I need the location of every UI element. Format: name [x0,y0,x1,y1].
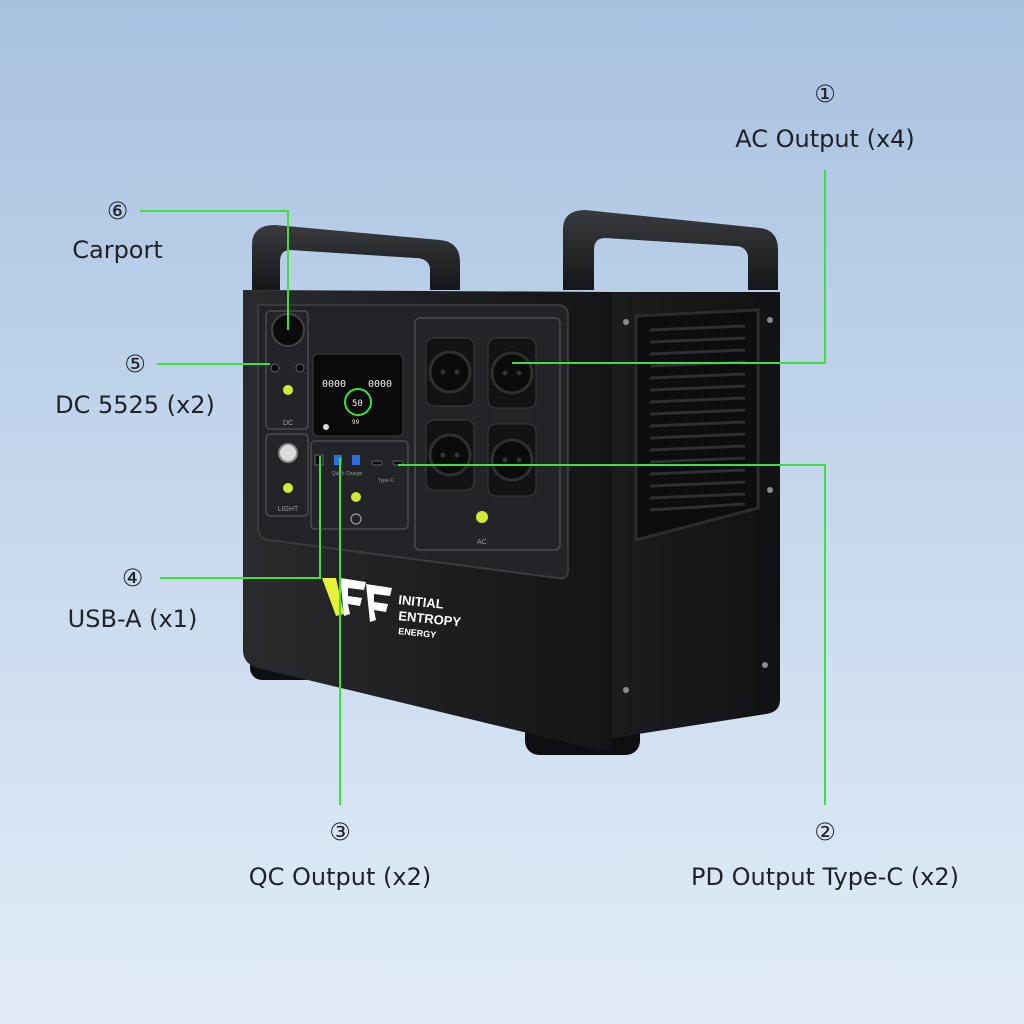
leader-carport [140,210,289,330]
leader-usba [160,456,321,579]
ac-label: AC [477,539,487,546]
light-section [265,433,309,517]
display-input-watts: 0000 [322,379,346,390]
display-time-remaining: 99 [352,419,360,426]
led-light [278,443,298,463]
callout-ac-output: ① AC Output (x4) [715,80,935,154]
callout-label: QC Output (x2) [248,863,432,891]
vent-grille [634,308,760,542]
power-icon[interactable] [350,513,362,525]
usb-button[interactable] [351,492,361,502]
qc-port-2[interactable] [352,455,360,465]
battery-ring [344,388,372,416]
callout-number: ③ [329,818,351,846]
callout-number: ⑥ [106,197,129,225]
display-battery-percent: 50 [352,399,363,409]
callout-label: DC 5525 (x2) [55,391,215,419]
ac-button[interactable] [476,511,488,523]
brand-line-3: ENERGY [398,626,437,640]
brand-line-2: ENTROPY [398,608,462,630]
quick-charge-label: Quick Charge [332,471,363,477]
brand-logo: INITIAL ENTROPY ENERGY [322,578,462,640]
ac-outlet-4[interactable] [487,423,537,497]
dc-power-button[interactable] [283,385,293,395]
callout-label: USB-A (x1) [67,605,198,633]
callout-pd-output: ② PD Output Type-C (x2) [665,818,985,892]
qc-port-1[interactable] [334,455,342,465]
brand-line-1: INITIAL [398,592,445,612]
dc-5525-port-left[interactable] [270,363,280,373]
callout-dc-5525: ⑤ DC 5525 (x2) [40,350,230,420]
callout-qc-output: ③ QC Output (x2) [225,818,455,892]
callout-label: PD Output Type-C (x2) [691,863,959,891]
carry-handles [252,210,778,290]
callout-number: ⑤ [124,350,146,378]
screen-indicator [323,424,329,430]
usb-section [310,440,409,530]
light-button[interactable] [283,483,293,493]
lcd-screen [312,353,404,437]
screws [623,317,773,693]
callout-number: ① [814,80,836,108]
callout-label: Carport [72,236,163,264]
callout-carport: ⑥ Carport [55,197,180,265]
callout-number: ② [814,818,836,846]
callout-usb-a: ④ USB-A (x1) [45,564,220,634]
leader-pd [398,464,826,805]
ac-outlet-2[interactable] [487,337,537,409]
callout-number: ④ [121,564,144,592]
type-c-label: Type-C [378,478,395,484]
ac-outlet-3[interactable] [425,419,475,491]
dc-5525-port-right[interactable] [295,363,305,373]
type-c-port-1[interactable] [371,460,383,466]
display-output-watts: 0000 [368,379,392,390]
ac-outlet-1[interactable] [425,337,475,407]
light-label: LIGHT [278,506,299,513]
leader-ac [512,170,826,364]
ac-section [414,317,561,551]
callout-leader-lines [140,170,826,805]
dc-label: DC [283,420,293,427]
callout-label: AC Output (x4) [735,125,915,153]
